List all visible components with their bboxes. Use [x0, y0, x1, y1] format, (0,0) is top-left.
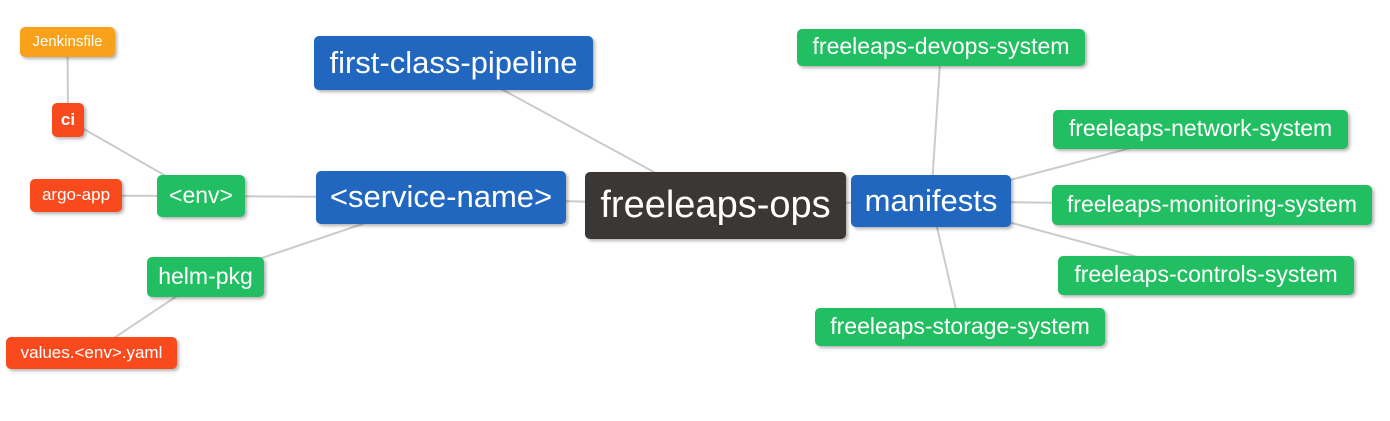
node-manifests[interactable]: manifests [851, 175, 1011, 227]
node-env[interactable]: <env> [157, 175, 245, 217]
node-ci-label: ci [60, 109, 76, 129]
node-freeleaps-monitoring-system[interactable]: freeleaps-monitoring-system [1052, 185, 1372, 225]
node-helm-pkg-label: helm-pkg [158, 262, 253, 289]
node-service-name[interactable]: <service-name> [316, 171, 566, 224]
node-argo-app[interactable]: argo-app [30, 179, 122, 212]
node-freeleaps-devops-system-label: freeleaps-devops-system [812, 33, 1070, 59]
node-values-env-yaml[interactable]: values.<env>.yaml [6, 337, 177, 369]
node-freeleaps-network-system[interactable]: freeleaps-network-system [1053, 110, 1348, 149]
node-freeleaps-ops[interactable]: freeleaps-ops [585, 172, 846, 239]
node-freeleaps-monitoring-system-label: freeleaps-monitoring-system [1066, 190, 1358, 217]
node-freeleaps-storage-system[interactable]: freeleaps-storage-system [815, 308, 1105, 346]
node-jenkinsfile[interactable]: Jenkinsfile [20, 27, 115, 57]
node-values-env-yaml-label: values.<env>.yaml [20, 342, 163, 362]
node-helm-pkg[interactable]: helm-pkg [147, 257, 264, 297]
node-argo-app-label: argo-app [41, 185, 111, 204]
node-jenkinsfile-label: Jenkinsfile [32, 32, 103, 50]
node-freeleaps-network-system-label: freeleaps-network-system [1068, 115, 1333, 141]
node-freeleaps-devops-system[interactable]: freeleaps-devops-system [797, 29, 1085, 66]
node-manifests-label: manifests [864, 182, 998, 218]
node-freeleaps-controls-system[interactable]: freeleaps-controls-system [1058, 256, 1354, 295]
node-freeleaps-storage-system-label: freeleaps-storage-system [830, 312, 1090, 339]
node-ci[interactable]: ci [52, 103, 84, 137]
node-first-class-pipeline-label: first-class-pipeline [329, 44, 578, 80]
node-freeleaps-ops-label: freeleaps-ops [600, 183, 831, 226]
node-first-class-pipeline[interactable]: first-class-pipeline [314, 36, 593, 90]
node-env-label: <env> [169, 181, 233, 208]
node-service-name-label: <service-name> [329, 179, 553, 214]
node-freeleaps-controls-system-label: freeleaps-controls-system [1074, 261, 1338, 287]
